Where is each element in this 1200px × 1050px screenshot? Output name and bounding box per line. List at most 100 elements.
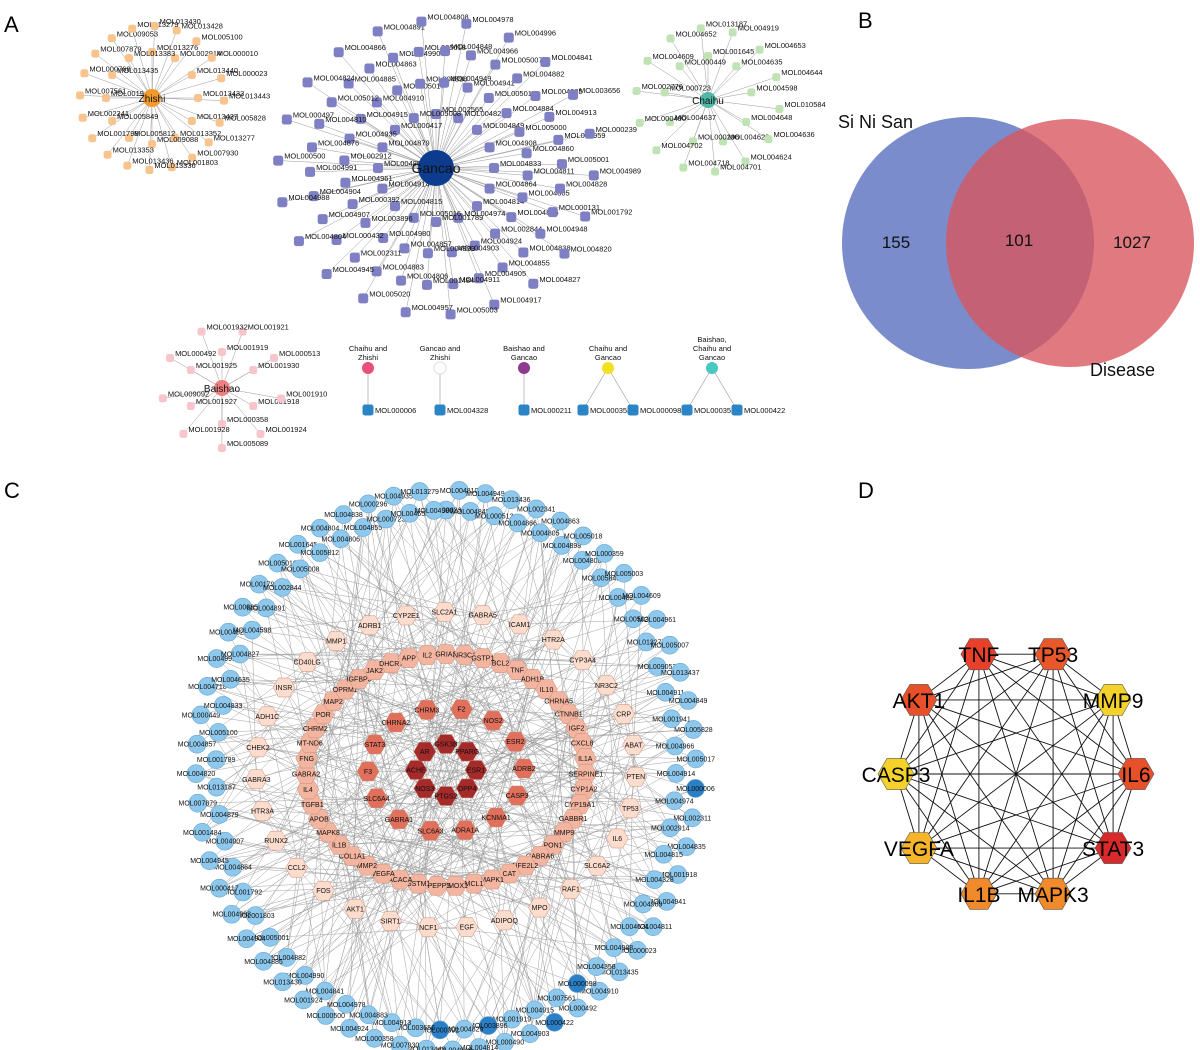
compound-target-edge bbox=[351, 518, 387, 857]
compound-target-edge bbox=[228, 631, 631, 809]
compound-node bbox=[535, 228, 546, 239]
target-gene-label: GRIA2 bbox=[435, 652, 456, 659]
compound-label: MOL004990 bbox=[286, 973, 325, 980]
compound-target-edge bbox=[464, 493, 486, 656]
target-gene-label: GSTP1 bbox=[471, 656, 494, 663]
compound-target-edge bbox=[470, 511, 572, 890]
compound-label: MOL002914 bbox=[180, 49, 221, 58]
target-gene-node bbox=[264, 830, 288, 851]
compound-node bbox=[462, 82, 473, 93]
compound-target-edge bbox=[568, 692, 666, 715]
compound-target-edge bbox=[393, 496, 572, 890]
herb-hub-node bbox=[214, 380, 230, 396]
target-gene-label: PTGS2 bbox=[435, 794, 458, 801]
target-gene-node bbox=[622, 735, 645, 755]
compound-target-edge bbox=[218, 720, 494, 733]
compound-node bbox=[260, 928, 280, 947]
target-gene-label: TGFB1 bbox=[301, 802, 324, 809]
compound-label: MOL013435 bbox=[117, 66, 158, 75]
target-gene-label: CCL2 bbox=[288, 865, 306, 872]
target-gene-node bbox=[395, 605, 418, 626]
hub-gene-label: IL1B bbox=[957, 884, 1000, 907]
compound-label: MOL004855 bbox=[509, 258, 550, 267]
compound-target-edge bbox=[300, 568, 483, 659]
target-gene-label: KCNMA1 bbox=[482, 815, 511, 822]
herb-compound-edge bbox=[435, 55, 472, 169]
compound-target-edge bbox=[445, 509, 533, 679]
compound-node bbox=[396, 275, 407, 286]
hub-gene-node bbox=[877, 758, 915, 790]
herb-compound-edge bbox=[151, 77, 222, 99]
compound-label: MOL004848 bbox=[451, 509, 490, 516]
compound-target-edge bbox=[570, 827, 671, 890]
compound-node bbox=[410, 482, 429, 501]
compound-target-edge bbox=[219, 741, 516, 889]
compound-node bbox=[125, 133, 133, 142]
target-gene-label: CHRM3 bbox=[414, 707, 439, 714]
compound-node bbox=[632, 586, 651, 605]
compound-label: MOL000239 bbox=[596, 125, 637, 134]
compound-node bbox=[522, 170, 533, 181]
target-gene-label: CHRM2 bbox=[303, 726, 328, 733]
herb-compound-edge bbox=[82, 97, 153, 119]
compound-target-edge bbox=[536, 508, 580, 805]
herb-hub-label: Gancao bbox=[411, 160, 460, 176]
compound-label: MOL005012 bbox=[338, 93, 379, 102]
compound-label: MOL002341 bbox=[517, 506, 556, 513]
shared-compound-node bbox=[577, 404, 589, 416]
target-gene-node bbox=[542, 629, 565, 650]
target-gene-node bbox=[356, 761, 380, 782]
compound-node bbox=[430, 1020, 450, 1040]
target-gene-label: PTEN bbox=[626, 774, 645, 781]
compound-node bbox=[422, 248, 433, 259]
compound-target-edge bbox=[504, 714, 569, 1043]
compound-node bbox=[665, 118, 674, 126]
compound-node bbox=[484, 183, 495, 194]
target-gene-label: ADIPOQ bbox=[491, 918, 519, 925]
compound-node bbox=[446, 247, 457, 258]
compound-node bbox=[237, 929, 256, 949]
shared-edge bbox=[582, 367, 609, 411]
compound-node bbox=[242, 620, 262, 640]
compound-node bbox=[317, 214, 328, 225]
hub-gene-node bbox=[900, 684, 938, 716]
target-gene-node bbox=[413, 741, 437, 762]
compound-node bbox=[150, 22, 159, 31]
panel-letter-c: C bbox=[4, 478, 20, 503]
compound-label: MOL003896 bbox=[469, 1023, 508, 1030]
compound-node bbox=[388, 52, 399, 63]
target-gene-label: CAT bbox=[503, 871, 517, 878]
compound-target-edge bbox=[219, 747, 259, 815]
compound-label: MOL002341 bbox=[88, 109, 129, 118]
compound-target-edge bbox=[461, 709, 465, 1030]
target-gene-label: CHRNA2 bbox=[381, 720, 410, 727]
compound-label: MOL005008 bbox=[281, 566, 320, 573]
compound-node bbox=[460, 502, 480, 521]
compound-target-edge bbox=[286, 804, 313, 958]
compound-label: MOL004917 bbox=[500, 296, 541, 305]
compound-target-edge bbox=[282, 587, 583, 661]
compound-label: MOL004978 bbox=[327, 1002, 366, 1009]
compound-target-edge bbox=[336, 640, 555, 1023]
compound-node bbox=[217, 74, 226, 83]
compound-node bbox=[400, 307, 411, 318]
compound-label: MOL000497 bbox=[293, 111, 334, 120]
target-gene-label: APOB bbox=[309, 816, 329, 823]
compound-target-edge bbox=[218, 732, 510, 874]
compound-label: MOL004636 bbox=[773, 130, 814, 139]
shared-compound-node bbox=[362, 404, 374, 416]
compound-node bbox=[230, 644, 250, 664]
compound-node bbox=[256, 598, 276, 618]
compound-node bbox=[207, 777, 226, 797]
compound-label: MOL004328 bbox=[635, 877, 674, 884]
compound-target-edge bbox=[267, 716, 326, 992]
compound-label: MOL000354 bbox=[223, 605, 262, 612]
compound-node bbox=[431, 216, 441, 227]
compound-label: MOL004974 bbox=[655, 798, 694, 805]
compound-node bbox=[108, 117, 117, 125]
compound-node bbox=[302, 77, 313, 88]
compound-label: MOL004635 bbox=[211, 677, 250, 684]
compound-target-edge bbox=[374, 496, 394, 745]
shared-compound-node bbox=[434, 404, 446, 416]
